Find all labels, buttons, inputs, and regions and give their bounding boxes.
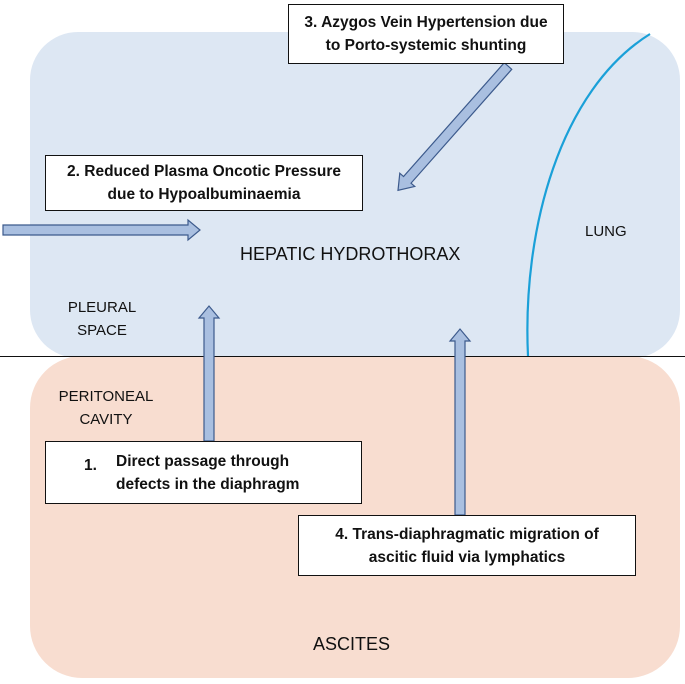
mechanism-3-box: 3. Azygos Vein Hypertension due to Porto… — [288, 4, 564, 64]
mechanism-2-line2: due to Hypoalbuminaemia — [107, 186, 301, 203]
azygos-hypertension-arrow — [397, 61, 513, 192]
peritoneal-cavity-label-line1: PERITONEAL — [58, 388, 154, 405]
pleural-space-label-line1: PLEURAL — [67, 299, 137, 316]
oncotic-pressure-arrow — [2, 218, 201, 242]
hepatic-hydrothorax-label: HEPATIC HYDROTHORAX — [240, 244, 461, 264]
peritoneal-cavity-label-line2: CAVITY — [79, 411, 133, 428]
mechanism-2-box: 2. Reduced Plasma Oncotic Pressure due t… — [45, 155, 363, 211]
peritoneal-cavity-label: PERITONEAL CAVITY — [52, 385, 160, 431]
lung-label: LUNG — [585, 223, 627, 240]
mechanism-4-box: 4. Trans-diaphragmatic migration of asci… — [298, 515, 636, 576]
mechanism-1-number: 1. — [84, 457, 97, 474]
mechanism-3-line1: 3. Azygos Vein Hypertension due — [304, 14, 548, 31]
mechanism-4-line1: 4. Trans-diaphragmatic migration of — [335, 525, 599, 543]
pleural-space-label-line2: SPACE — [77, 322, 127, 339]
mechanism-4-line2: ascitic fluid via lymphatics — [368, 548, 566, 566]
lung-boundary-curve — [526, 33, 651, 357]
pleural-space-label: PLEURAL SPACE — [62, 296, 142, 342]
diaphragm-line — [0, 356, 685, 357]
direct-passage-arrow — [197, 305, 221, 442]
lymphatic-migration-arrow — [448, 328, 472, 516]
mechanism-1-line1: Direct passage through — [116, 452, 290, 470]
mechanism-1-line2: defects in the diaphragm — [116, 475, 300, 493]
mechanism-2-line1: 2. Reduced Plasma Oncotic Pressure — [67, 163, 341, 180]
mechanism-3-line2: to Porto-systemic shunting — [325, 37, 527, 54]
ascites-label: ASCITES — [313, 634, 391, 654]
mechanism-1-box: 1. Direct passage through defects in the… — [45, 441, 362, 504]
